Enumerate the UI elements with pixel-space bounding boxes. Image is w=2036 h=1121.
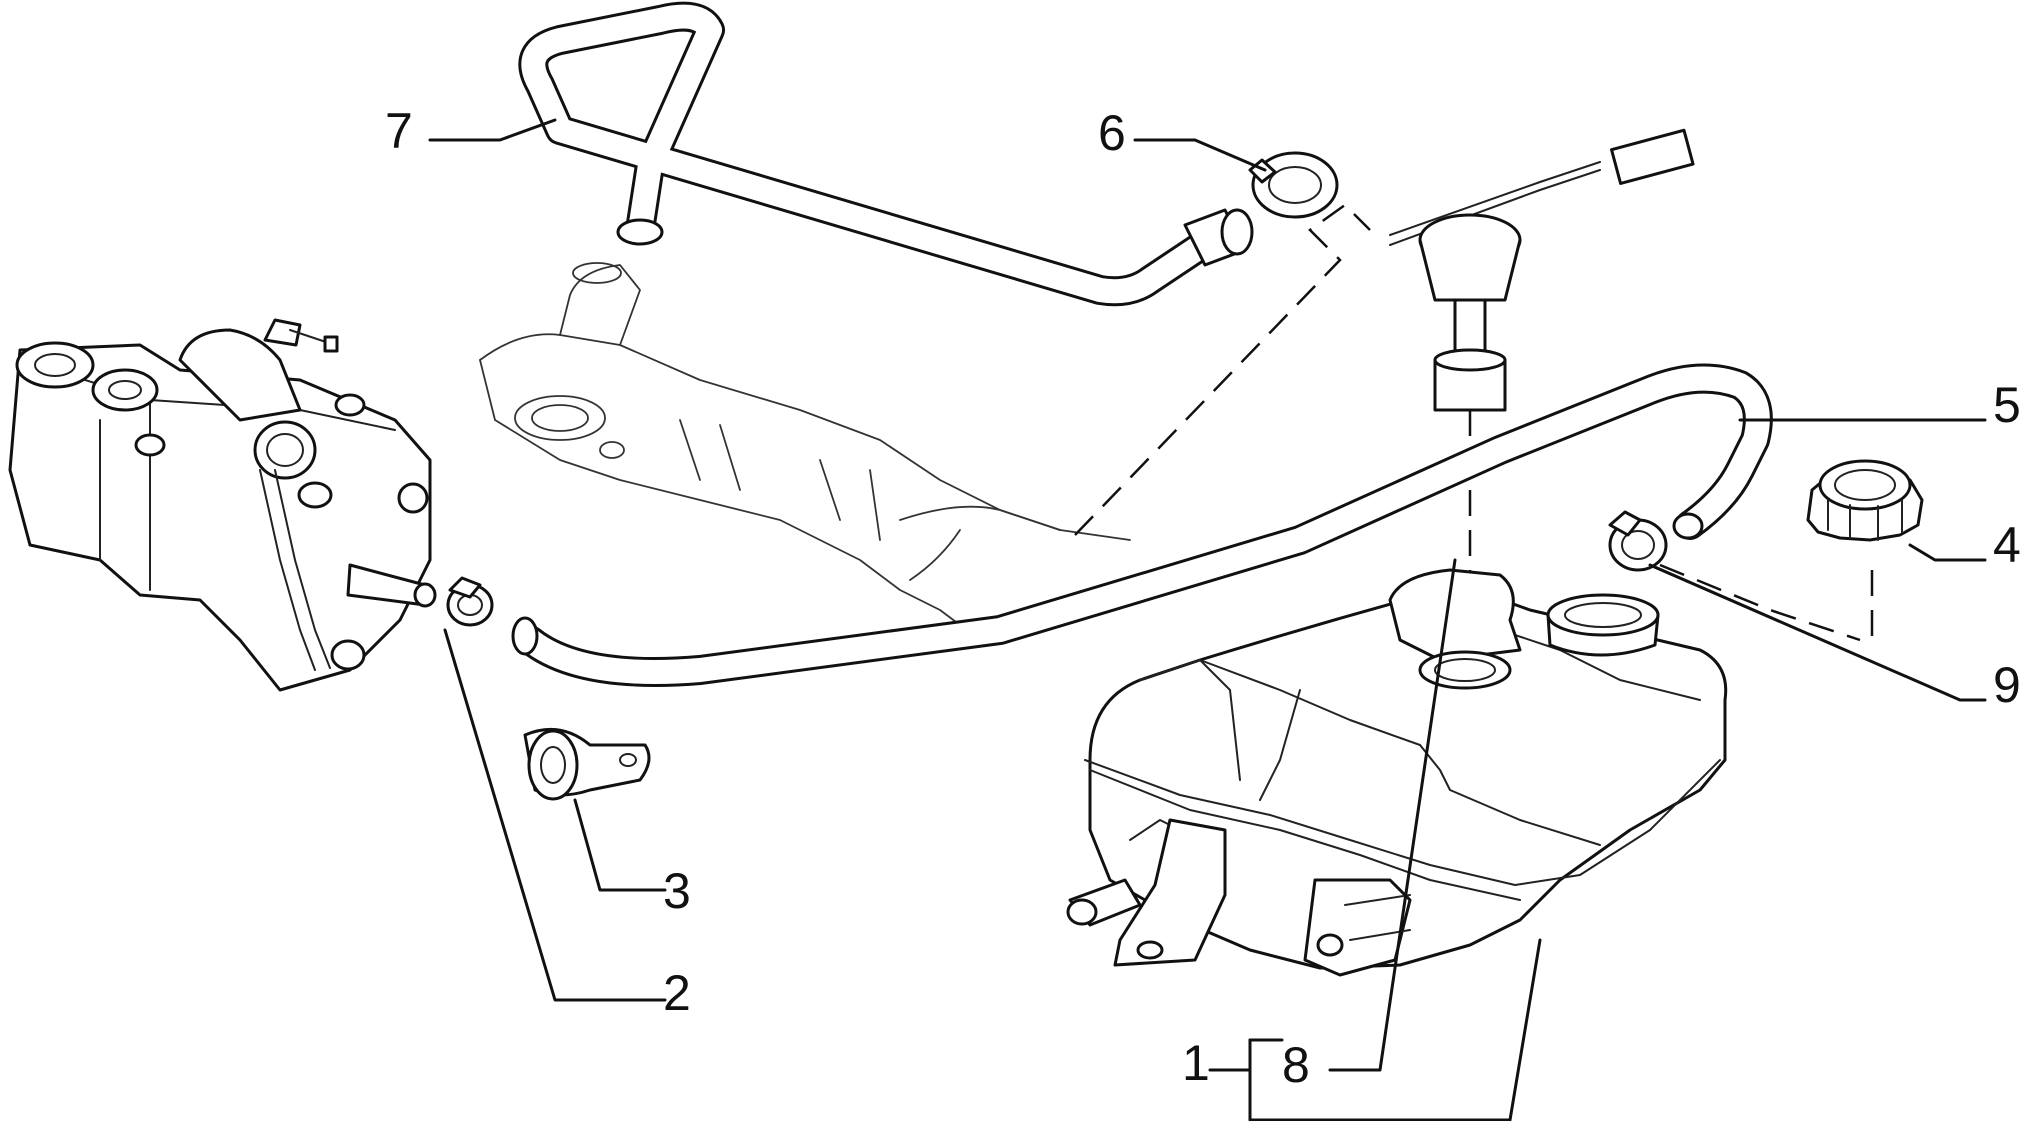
- clamp-6: [1248, 151, 1339, 219]
- callout-2: 2: [663, 965, 691, 1021]
- expansion-tank-1: [1066, 568, 1728, 977]
- leader-lines: [428, 118, 1987, 1121]
- callout-1: 1: [1182, 1035, 1210, 1091]
- callout-3: 3: [663, 863, 691, 919]
- hose-7: [518, 1, 1254, 307]
- bracket-3: [523, 727, 651, 801]
- cylinder-head: [479, 262, 1131, 626]
- level-sensor: [1389, 128, 1695, 600]
- callout-5: 5: [1993, 377, 2021, 433]
- callout-9: 9: [1993, 657, 2021, 713]
- filler-cap-4: [1806, 459, 1924, 650]
- hose-5: [511, 363, 1773, 687]
- callout-6: 6: [1098, 105, 1126, 161]
- thermostat-housing: [8, 318, 437, 692]
- clamp-2: [446, 576, 494, 627]
- callout-4: 4: [1993, 517, 2021, 573]
- callout-labels: 7 6 5 4 9 3 2 1 8: [385, 103, 2021, 1093]
- clamp-9: [1608, 510, 1668, 572]
- assembly-guides: [1074, 203, 1861, 642]
- callout-8: 8: [1282, 1037, 1310, 1093]
- callout-7: 7: [385, 103, 413, 159]
